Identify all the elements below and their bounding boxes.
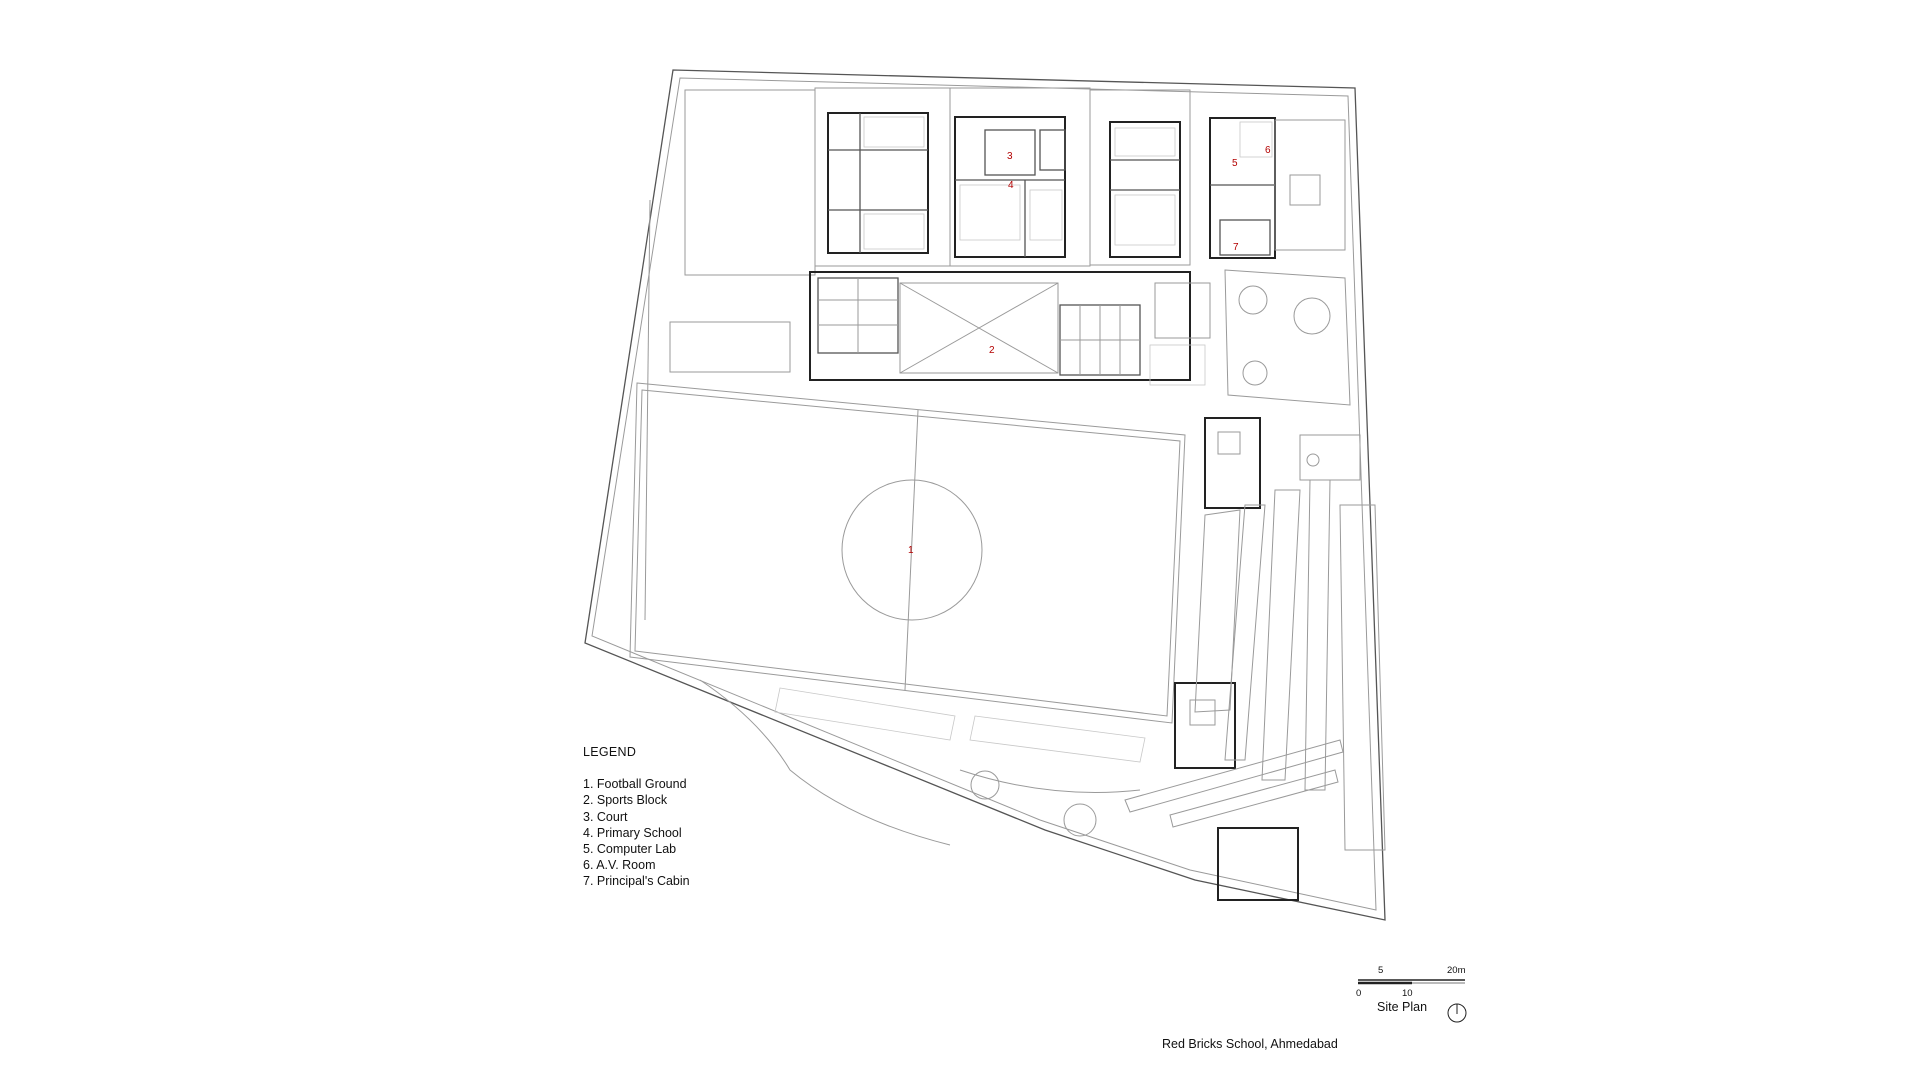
- west-court: [669, 321, 791, 373]
- west-landscape: [684, 89, 816, 276]
- drawing-title: Site Plan: [1377, 1000, 1428, 1014]
- legend-item: 7. Principal's Cabin: [583, 874, 690, 889]
- label-sports-block: 2: [989, 345, 995, 356]
- legend-item: 3. Court: [583, 809, 628, 824]
- scale-tick-0: 0: [1356, 988, 1362, 999]
- scale-tick-5: 5: [1378, 965, 1384, 976]
- east-service-blocks: [1174, 417, 1361, 901]
- label-court: 3: [1007, 151, 1013, 162]
- legend-item: 4. Primary School: [583, 825, 682, 840]
- primary-school-block: [814, 87, 1191, 267]
- legend-item: 5. Computer Lab: [583, 842, 677, 857]
- label-football-ground: 1: [908, 545, 914, 556]
- label-av-room: 6: [1265, 145, 1271, 156]
- scale-tick-10: 10: [1402, 988, 1413, 999]
- legend-title: LEGEND: [583, 745, 637, 759]
- label-primary-school: 4: [1008, 180, 1014, 191]
- legend-list: 1. Football Ground 2. Sports Block 3. Co…: [583, 776, 690, 889]
- site-boundary: [584, 69, 1386, 921]
- scale-tick-20: 20m: [1447, 965, 1466, 976]
- landscape: [699, 679, 1141, 846]
- legend-item: 1. Football Ground: [583, 777, 687, 792]
- caption: Red Bricks School, Ahmedabad: [1162, 1037, 1338, 1051]
- football-ground: [629, 382, 1186, 724]
- ramps: [774, 479, 1386, 851]
- scale-bar: [1358, 979, 1465, 985]
- label-computer-lab: 5: [1232, 158, 1238, 169]
- legend: LEGEND 1. Football Ground 2. Sports Bloc…: [583, 744, 690, 890]
- north-arrow-icon: [1447, 1003, 1467, 1023]
- amphitheatre: [1224, 269, 1351, 406]
- legend-item: 6. A.V. Room: [583, 858, 656, 873]
- sports-block: [809, 271, 1211, 386]
- label-principals-cabin: 7: [1233, 242, 1239, 253]
- legend-item: 2. Sports Block: [583, 793, 668, 808]
- computer-lab-block: [1209, 117, 1346, 259]
- site-boundary-inner: [591, 77, 1377, 911]
